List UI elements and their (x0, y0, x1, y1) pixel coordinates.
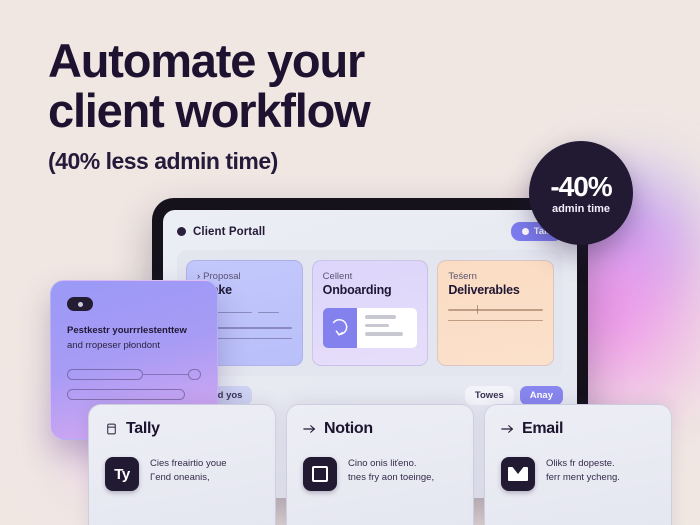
column-lines (448, 305, 544, 321)
card-body: Cino onis liťeno. tnes fry aon toeinge, (303, 457, 457, 491)
progress-tick (476, 305, 479, 314)
logo-square (312, 466, 328, 482)
card-body: Ty Cies freairtio youe Γend oneanis, (105, 457, 259, 491)
app-title-group: Client Portall (177, 226, 265, 238)
stat-badge: -40% admin time (529, 141, 633, 245)
progress-row (448, 305, 544, 314)
board-column-deliverables[interactable]: Teśern Deliverables (437, 260, 555, 366)
app-header: Client Portall Talk (177, 222, 563, 241)
onboarding-lines (356, 308, 418, 348)
status-dot-icon (177, 227, 186, 236)
arrow-right-icon (303, 423, 316, 436)
progress-track (448, 309, 544, 311)
kanban-board: ›Proposal intake C (177, 250, 563, 376)
column-kicker: ›Proposal (197, 271, 241, 282)
bar-fill (67, 389, 185, 400)
bar-row (67, 389, 201, 400)
slider-track (197, 327, 292, 329)
integration-card-list: Tally Ty Cies freairtio youe Γend oneani… (88, 404, 672, 525)
column-kicker: Cellent (322, 271, 353, 282)
onboarding-preview (322, 308, 418, 348)
slider-fill (67, 369, 143, 380)
stat-badge-wrapper: -40% admin time (529, 141, 633, 245)
line (197, 337, 292, 339)
pill-towes[interactable]: Towes (464, 386, 514, 405)
mock-line (364, 323, 390, 327)
badge-label: admin time (551, 202, 611, 215)
desc-line-2: ferr ment ycheng. (546, 472, 620, 483)
card-description: Cino onis liťeno. tnes fry aon toeinge, (348, 457, 434, 485)
card-header: Notion (303, 420, 457, 438)
desc-line-2: tnes fry aon toeinge, (348, 472, 435, 483)
integration-card-email[interactable]: Email Oliks fr dopeste. ferr ment ycheng… (484, 404, 672, 525)
slider-control-row[interactable] (67, 369, 201, 380)
card-header: Tally (105, 420, 259, 438)
column-title: Onboarding (322, 283, 392, 297)
card-body: Oliks fr dopeste. ferr ment ycheng. (501, 457, 655, 491)
loop-arrow-icon (322, 308, 357, 348)
board-column-onboarding[interactable]: Cellent Onboarding (311, 260, 429, 366)
card-title: Tally (126, 420, 160, 437)
pill-group-right: Towes Anay (464, 386, 563, 405)
slider-handle[interactable] (188, 369, 201, 380)
app-title: Client Portall (193, 225, 266, 238)
desc-line-1: Cies freairtio youe (150, 458, 227, 469)
arrow-right-icon (501, 423, 514, 436)
integration-card-notion[interactable]: Notion Cino onis liťeno. tnes fry aon to… (286, 404, 474, 525)
mock-line (364, 332, 403, 336)
headline-line-2: client workflow (48, 84, 371, 137)
column-title: Deliverables (448, 283, 520, 297)
card-title: Email (522, 420, 564, 437)
floating-card-line-2: and rropeser płondont (67, 340, 160, 351)
integration-card-tally[interactable]: Tally Ty Cies freairtio youe Γend oneani… (88, 404, 276, 525)
card-header: Email (501, 420, 655, 438)
line-row (197, 309, 292, 327)
mock-line (364, 315, 396, 319)
line (448, 319, 544, 321)
hero-headline: Automate your client workflow (40% less … (48, 36, 478, 175)
tally-logo-icon: Ty (105, 457, 139, 491)
badge-value: -40% (550, 170, 612, 202)
headline-subtitle: (40% less admin time) (48, 148, 278, 174)
card-title: Notion (324, 420, 373, 437)
pill-anay[interactable]: Anay (519, 386, 563, 405)
notion-logo-icon (303, 457, 337, 491)
floating-card-line-1: Pestkestr yourrrlestenttew (67, 325, 187, 336)
filter-pills: Piesand yos Towes Anay (177, 386, 563, 405)
logo-envelope (508, 467, 528, 481)
card-description: Oliks fr dopeste. ferr ment ycheng. (546, 457, 620, 485)
floating-card-controls (67, 369, 201, 400)
tab-dot-icon (521, 228, 529, 235)
desc-line-1: Oliks fr dopeste. (546, 458, 615, 469)
line-stub (257, 311, 279, 313)
desc-line-2: Γend oneanis, (150, 472, 210, 483)
line (197, 311, 252, 313)
floating-card-text: Pestkestr yourrrlestenttew and rropeser … (67, 323, 201, 353)
logo-text: Ty (114, 465, 130, 483)
chevron-right-icon: › (197, 271, 201, 282)
form-icon (105, 423, 118, 436)
envelope-icon (501, 457, 535, 491)
desc-line-1: Cino onis liťeno. (348, 458, 417, 469)
slider-track (143, 373, 188, 376)
column-kicker: Teśern (448, 271, 477, 282)
card-badge-icon (67, 297, 93, 311)
headline-line-1: Automate your (48, 34, 365, 87)
card-description: Cies freairtio youe Γend oneanis, (150, 457, 227, 485)
